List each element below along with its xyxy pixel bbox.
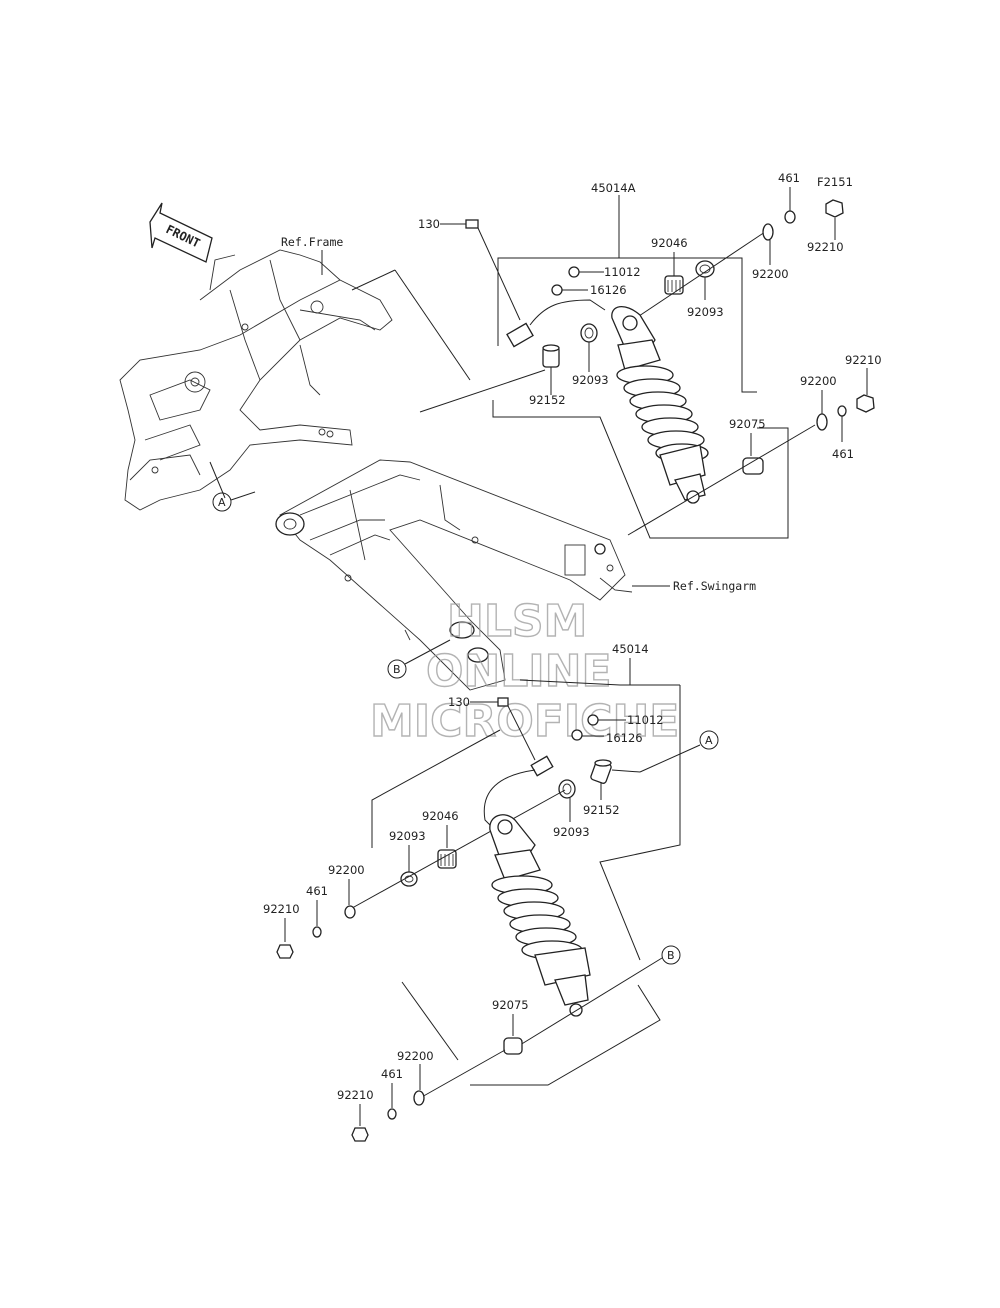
collar-92075-lower [503,1037,523,1055]
collar-92152-lower [590,759,612,784]
shock-absorber-upper [611,306,709,504]
label-461-lower-bottom: 461 [381,1067,403,1081]
front-arrow-icon: FRONT [149,202,213,263]
label-92075-lower: 92075 [492,998,529,1012]
washer-461-lower-bottom [387,1108,397,1120]
nut-92210-lower-top [276,944,294,959]
label-92200-lower-bottom: 92200 [397,1049,434,1063]
washer-92200-upper-bottom [816,413,828,431]
callout-a-lower: A [699,730,719,750]
svg-text:A: A [218,496,226,509]
label-45014A: 45014A [591,181,636,195]
washer-92200-lower-top [344,905,356,919]
label-130-upper: 130 [418,217,440,231]
swingarm-drawing [275,459,633,691]
label-92210-upper-bottom: 92210 [845,353,882,367]
bearing-92046-upper [664,275,684,295]
label-92093-lower-left: 92093 [389,829,426,843]
washer-461-upper-bottom [837,405,847,417]
label-92046-lower: 92046 [422,809,459,823]
label-92200-upper-bottom: 92200 [800,374,837,388]
seal-92093-upper-left [580,323,598,343]
svg-text:HLSM: HLSM [447,596,587,647]
shock-absorber-lower [489,814,591,1017]
frame-drawing [119,249,393,511]
watermark: HLSM ONLINE MICROFICHE [369,595,680,747]
label-92210-upper-top: 92210 [807,240,844,254]
label-92093-lower-right: 92093 [553,825,590,839]
label-92152-lower: 92152 [583,803,620,817]
label-16126-upper: 16126 [590,283,627,297]
label-92075-upper: 92075 [729,417,766,431]
callout-b-lower: B [661,945,681,965]
nut-92210-upper-bottom [856,394,875,413]
label-92046-upper: 92046 [651,236,688,250]
callout-b-upper: B [387,639,451,679]
nut-92210-upper-top [825,199,844,218]
washer-461-lower-top [312,926,322,938]
label-130-lower: 130 [448,695,470,709]
shock-sensor-connector-upper [506,299,606,348]
cap-11012-lower [587,714,599,726]
screw-16126-upper [551,284,563,296]
label-92200-upper-top: 92200 [752,267,789,281]
bearing-92046-lower [437,849,457,869]
washer-461-upper-top [784,210,796,224]
screw-16126-lower [571,729,583,741]
svg-text:B: B [393,663,401,676]
label-461-upper-bottom: 461 [832,447,854,461]
label-11012-lower: 11012 [627,713,664,727]
bolt-130-lower [497,697,536,761]
label-461-lower-top: 461 [306,884,328,898]
label-16126-lower: 16126 [606,731,643,745]
label-45014: 45014 [612,642,649,656]
collar-92152-upper [542,344,560,368]
label-461-upper-top: 461 [778,171,800,185]
cap-11012-upper [568,266,580,278]
shock-sensor-connector-lower [483,755,554,831]
bolt-130-upper [465,219,521,321]
ref-frame-label: Ref.Frame [281,235,343,249]
label-11012-upper: 11012 [604,265,641,279]
nut-92210-lower-bottom [351,1127,369,1142]
label-92210-lower-bottom: 92210 [337,1088,374,1102]
seal-92093-lower-left [400,871,418,887]
seal-92093-lower-right [558,779,576,799]
washer-92200-upper-top [762,223,774,241]
label-92210-lower-top: 92210 [263,902,300,916]
label-92093-upper-left: 92093 [572,373,609,387]
label-F2151: F2151 [817,175,853,189]
svg-text:A: A [705,734,713,747]
washer-92200-lower-bottom [413,1090,425,1106]
label-92200-lower-top: 92200 [328,863,365,877]
callout-a-upper: A [209,461,256,512]
svg-text:B: B [667,949,675,962]
ref-swingarm-label: Ref.Swingarm [673,579,756,593]
label-92093-upper-right: 92093 [687,305,724,319]
collar-92075-upper [742,457,764,475]
label-92152-upper: 92152 [529,393,566,407]
svg-text:ONLINE: ONLINE [426,646,612,697]
seal-92093-upper-right [695,260,715,278]
